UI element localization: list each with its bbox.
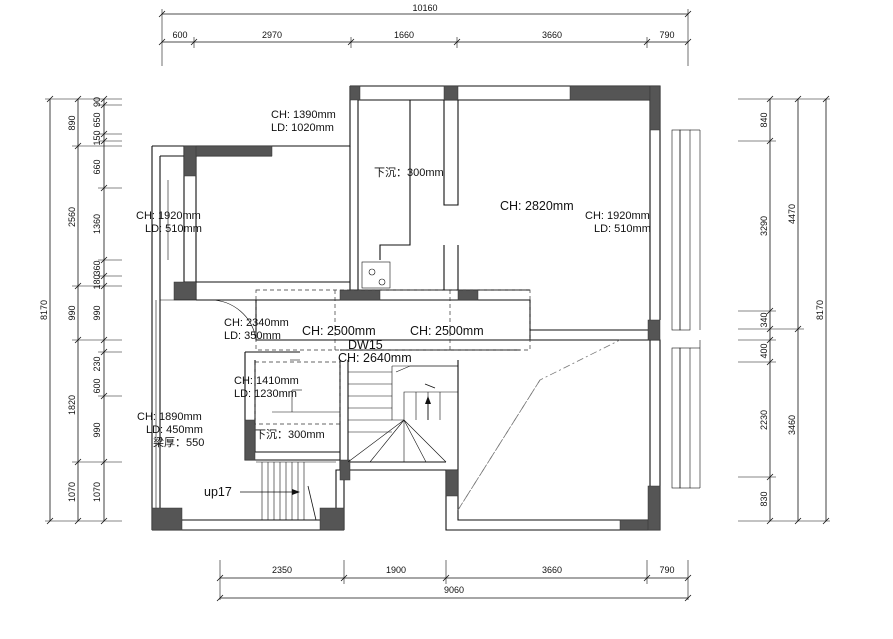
big-room-ch-label: CH: 2820mm (500, 199, 574, 213)
left-window-ch-label: CH: 1920mm (136, 210, 201, 222)
left-inner-dim-9: 230 (92, 356, 102, 371)
bottom-dim-2: 1900 (386, 565, 406, 575)
kitchen-sink-label: 下沉：300mm (374, 166, 444, 179)
door-ch-label: CH: 2340mm (224, 317, 289, 329)
right-mid-dim-1: 4470 (787, 204, 797, 224)
right-mid-dim-2: 3460 (787, 415, 797, 435)
left-mid-dim-1: 890 (67, 115, 77, 130)
bottom-dim-4: 790 (659, 565, 674, 575)
top-left-ld-label: LD: 1020mm (271, 122, 334, 134)
stair-up-label: up17 (204, 485, 232, 499)
top-dim-1: 600 (172, 30, 187, 40)
top-dimension-chain: 10160 600 2970 1660 3660 790 (158, 3, 692, 66)
ceiling-dashed-lines (254, 289, 621, 511)
right-inner-dim-3: 340 (759, 312, 769, 327)
top-dim-5: 790 (659, 30, 674, 40)
bottom-total-dimension: 9060 (444, 585, 464, 595)
bottom-dim-1: 2350 (272, 565, 292, 575)
low-left-ch-label: CH: 1890mm (137, 411, 202, 423)
bath-ch-label: CH: 1410mm (234, 375, 299, 387)
fixtures (160, 261, 459, 413)
left-inner-dim-3: 150 (92, 130, 102, 145)
left-inner-dim-1: 90 (92, 97, 102, 107)
top-total-dimension: 10160 (412, 3, 437, 13)
right-total-dimension: 8170 (815, 300, 825, 320)
left-mid-dim-3: 990 (67, 305, 77, 320)
left-inner-dim-7: 180 (92, 274, 102, 289)
hall-ch-label-2: CH: 2500mm (410, 324, 484, 338)
columns (151, 85, 661, 531)
top-dim-3: 1660 (394, 30, 414, 40)
left-inner-dim-5: 1360 (92, 214, 102, 234)
top-left-ch-label: CH: 1390mm (271, 109, 336, 121)
room-labels: CH: 1390mm LD: 1020mm 下沉：300mm CH: 2820m… (136, 109, 651, 499)
top-dim-2: 2970 (262, 30, 282, 40)
hall-ch-label-1: CH: 2500mm (302, 324, 376, 338)
staircase (240, 365, 458, 521)
bath-sink-label: 下沉：300mm (255, 428, 325, 441)
right-inner-dim-5: 2230 (759, 410, 769, 430)
right-window-ld-label: LD: 510mm (594, 223, 651, 235)
top-dim-4: 3660 (542, 30, 562, 40)
bath-ld-label: LD: 1230mm (234, 388, 297, 400)
left-inner-dim-10: 600 (92, 378, 102, 393)
bottom-dim-3: 3660 (542, 565, 562, 575)
left-inner-dim-12: 1070 (92, 482, 102, 502)
left-total-dimension: 8170 (39, 300, 49, 320)
door-ld-label: LD: 350mm (224, 330, 281, 342)
left-inner-dim-6: 360 (92, 260, 102, 275)
right-inner-dim-2: 3290 (759, 216, 769, 236)
low-left-sill-label: 梁厚：550 (153, 435, 204, 449)
left-inner-dim-8: 990 (92, 305, 102, 320)
left-inner-dim-4: 660 (92, 159, 102, 174)
left-inner-dim-11: 990 (92, 422, 102, 437)
right-inner-dim-4: 400 (759, 343, 769, 358)
bottom-dimension-chain: 2350 1900 3660 790 9060 (216, 560, 692, 602)
dw-code-label: DW15 (348, 338, 383, 352)
left-dimension-chain: 8170 890 2560 990 1820 1070 90 650 150 6… (39, 95, 122, 525)
right-dimension-chain: 840 3290 340 400 2230 830 4470 3460 8170 (738, 95, 830, 525)
left-mid-dim-5: 1070 (67, 482, 77, 502)
hall-ch-label-3: CH: 2640mm (338, 351, 412, 365)
low-left-ld-label: LD: 450mm (146, 424, 203, 436)
left-mid-dim-4: 1820 (67, 395, 77, 415)
right-inner-dim-6: 830 (759, 491, 769, 506)
left-inner-dim-2: 650 (92, 112, 102, 127)
right-inner-dim-1: 840 (759, 112, 769, 127)
right-window-ch-label: CH: 1920mm (585, 210, 650, 222)
left-mid-dim-2: 2560 (67, 207, 77, 227)
left-window-ld-label: LD: 510mm (145, 223, 202, 235)
